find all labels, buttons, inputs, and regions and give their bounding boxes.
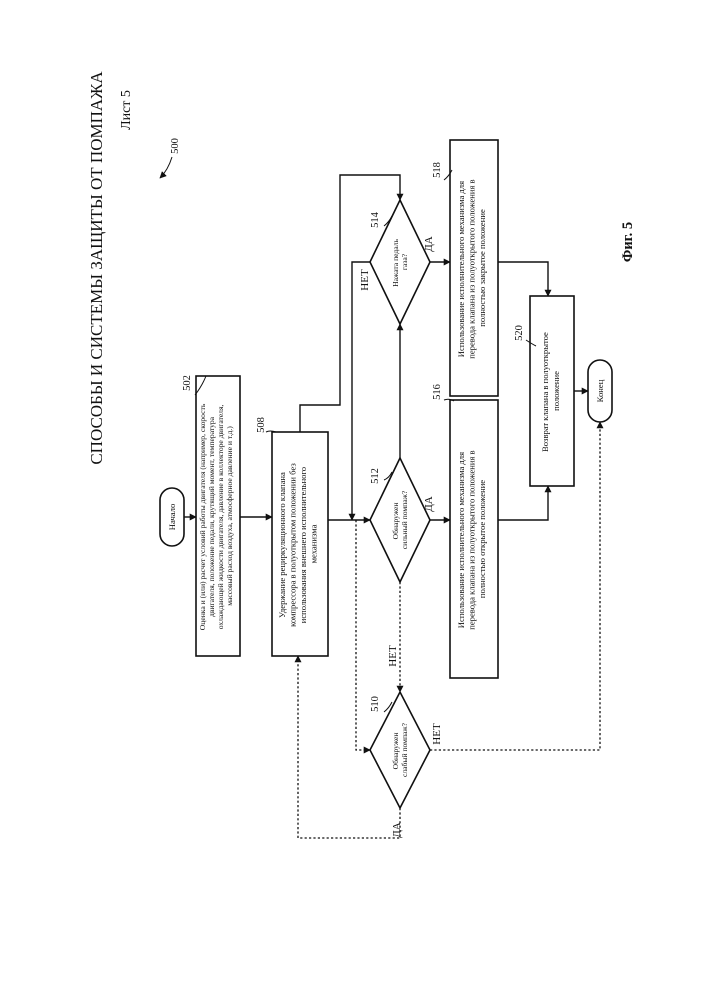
decision-514-line-1: Нажата педаль — [391, 238, 400, 286]
edge-516-520 — [498, 486, 548, 520]
decision-512-line-2: сильный помпаж? — [400, 490, 409, 549]
label-yes-512: ДА — [423, 496, 435, 512]
step-508-line-2: компрессора в полуоткрытом положении без — [288, 463, 298, 627]
figure-caption: Фиг. 5 — [620, 222, 636, 262]
step-502-line-3: охлаждающей жидкости двигателя, давление… — [216, 405, 225, 630]
decision-514-ref: 514 — [370, 211, 381, 228]
decision-510-line-2: слабый помпаж? — [400, 722, 409, 777]
step-508-line-1: Удержание рециркуляционного клапана — [277, 472, 287, 618]
step-502-text: Оценка и (или) расчет условий работы дви… — [198, 402, 234, 630]
step-502-line-1: Оценка и (или) расчет условий работы дви… — [198, 403, 207, 630]
figure-ref-500-arrow — [160, 157, 172, 178]
label-no-514-loop: НЕТ — [359, 269, 371, 291]
step-520-line-1: Возврат клапана в полуоткрытое — [540, 332, 550, 452]
decision-510-ref: 510 — [370, 696, 381, 712]
step-508-ref: 508 — [256, 417, 267, 433]
step-508-box: Удержание рециркуляционного клапана комп… — [256, 417, 328, 656]
edge-514-loop-no — [352, 262, 370, 520]
step-518-ref: 518 — [432, 162, 443, 178]
step-502-line-2: двигателя, положение педали, крутящий мо… — [207, 416, 216, 617]
start-terminal: Начало — [160, 488, 184, 546]
step-518-line-2: перевода клапана из полуоткрытого положе… — [467, 179, 477, 358]
decision-514-diamond: Нажата педаль газа? 514 — [370, 200, 430, 324]
start-label: Начало — [167, 504, 177, 530]
decision-512-ref: 512 — [370, 468, 381, 484]
end-terminal: Конец — [588, 360, 612, 422]
figure-ref-500: 500 — [170, 138, 181, 154]
document-title: СПОСОБЫ И СИСТЕМЫ ЗАЩИТЫ ОТ ПОМПАЖА — [87, 71, 106, 465]
step-516-line-1: Использование исполнительного механизма … — [456, 452, 466, 628]
end-label: Конец — [595, 379, 605, 402]
step-518-line-3: полностью закрытое положение — [477, 209, 487, 327]
step-520-line-2: положение — [551, 371, 561, 411]
step-516-ref: 516 — [432, 384, 443, 400]
edge-518-520 — [498, 262, 548, 296]
step-520-box: Возврат клапана в полуоткрытое положение… — [514, 296, 574, 486]
step-518-line-1: Использование исполнительного механизма … — [456, 181, 466, 357]
step-508-leader — [266, 431, 276, 432]
step-502-box: Оценка и (или) расчет условий работы дви… — [182, 375, 240, 656]
label-yes-510: ДА — [391, 822, 403, 838]
decision-510-diamond: Обнаружен слабый помпаж? 510 — [370, 692, 430, 808]
decision-514-line-2: газа? — [400, 253, 409, 270]
step-516-line-2: перевода клапана из полуоткрытого положе… — [467, 450, 477, 629]
step-516-box: Использование исполнительного механизма … — [432, 384, 498, 678]
edge-508-514 — [300, 175, 400, 432]
step-516-line-3: полностью открытое положение — [477, 480, 487, 598]
step-502-line-4: массовый расход воздуха, атмосферное дав… — [225, 426, 234, 606]
step-518-box: Использование исполнительного механизма … — [432, 140, 498, 396]
sheet-number: Лист 5 — [119, 90, 134, 130]
label-no-510: НЕТ — [431, 723, 443, 745]
step-520-ref: 520 — [514, 325, 525, 341]
decision-510-line-1: Обнаружен — [391, 733, 400, 770]
edge-508-510-dotted — [356, 520, 370, 750]
step-508-line-4: механизма — [309, 524, 319, 563]
decision-512-line-1: Обнаружен — [391, 503, 400, 540]
decision-512-diamond: Обнаружен сильный помпаж? 512 — [370, 458, 430, 582]
step-508-line-3: использования внешнего исполнительного — [298, 467, 308, 623]
label-yes-514: ДА — [423, 236, 435, 252]
step-502-ref: 502 — [182, 375, 193, 391]
label-no-512: НЕТ — [387, 645, 399, 667]
